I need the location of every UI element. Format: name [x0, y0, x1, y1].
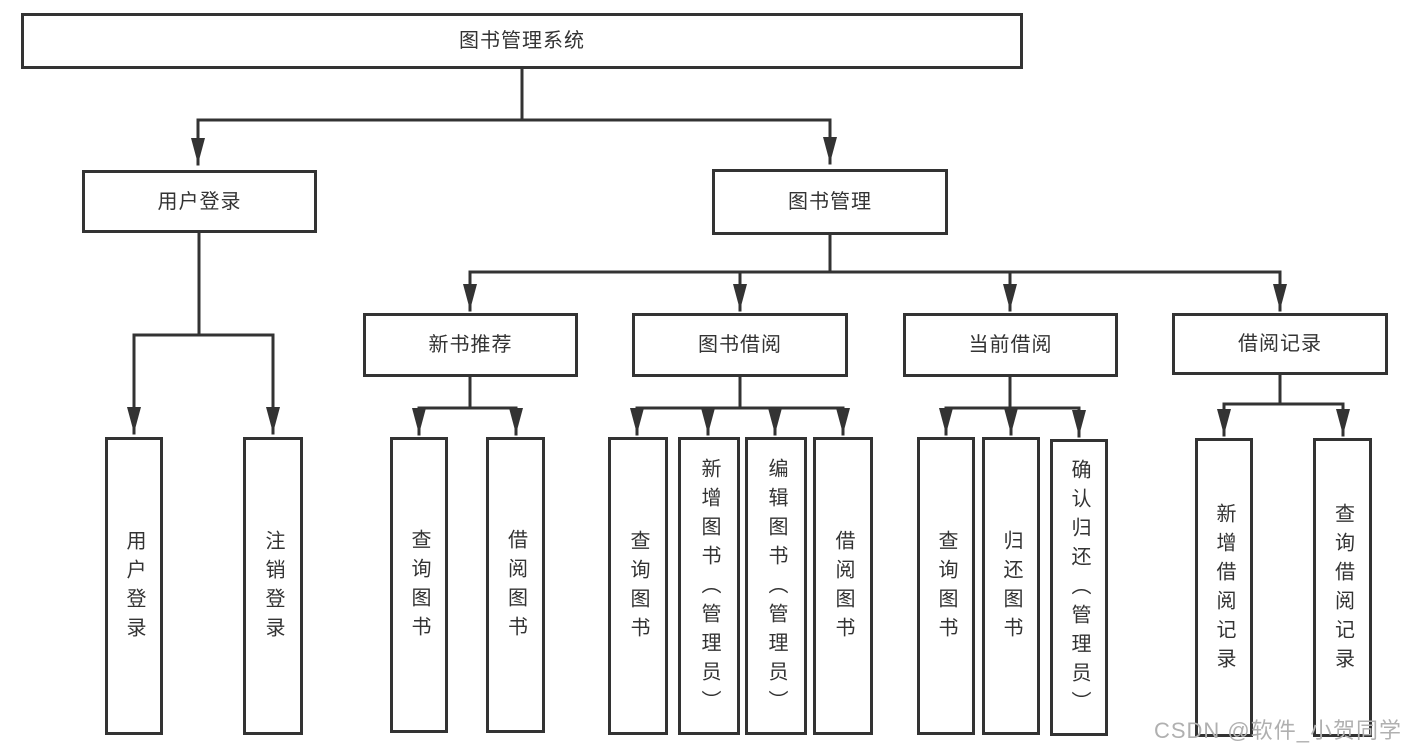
leaf-current-return-books: 归还图书	[982, 437, 1040, 735]
leaf-records-add-record: 新增借阅记录	[1195, 438, 1253, 737]
leaf-current-query-books: 查询图书	[917, 437, 975, 735]
node-current-borrow: 当前借阅	[903, 313, 1118, 377]
node-root: 图书管理系统	[21, 13, 1023, 69]
leaf-records-query-record: 查询借阅记录	[1313, 438, 1372, 737]
node-new-book-recommend: 新书推荐	[363, 313, 578, 377]
node-book-borrow: 图书借阅	[632, 313, 848, 377]
node-user-login: 用户登录	[82, 170, 317, 233]
leaf-borrow-query-books: 查询图书	[608, 437, 668, 735]
leaf-borrow-borrow-books: 借阅图书	[813, 437, 873, 735]
leaf-current-confirm-return-admin: 确认归还（管理员）	[1050, 439, 1108, 736]
leaf-borrow-add-books-admin: 新增图书（管理员）	[678, 437, 740, 735]
leaf-borrow-edit-books-admin: 编辑图书（管理员）	[745, 437, 807, 735]
leaf-newrec-borrow-books: 借阅图书	[486, 437, 545, 733]
leaf-logout: 注销登录	[243, 437, 303, 735]
node-borrow-records: 借阅记录	[1172, 313, 1388, 375]
node-book-management: 图书管理	[712, 169, 948, 235]
leaf-newrec-query-books: 查询图书	[390, 437, 448, 733]
leaf-user-login: 用户登录	[105, 437, 163, 735]
watermark: CSDN @软件_小贺同学	[1153, 718, 1402, 743]
